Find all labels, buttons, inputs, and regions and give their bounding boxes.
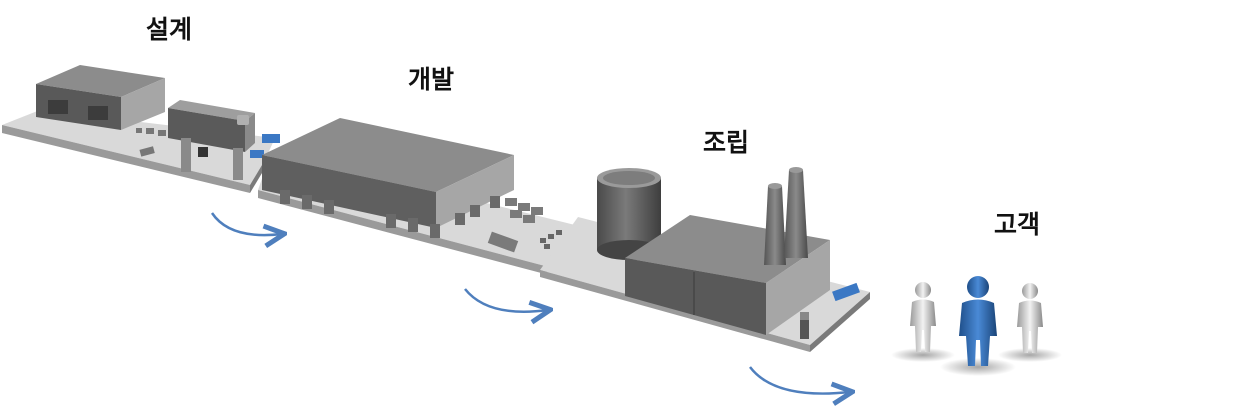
flow-arrow-2: [464, 288, 548, 312]
design-building-roof: [36, 65, 165, 97]
development-chip-top: [262, 118, 514, 192]
customer-group: [891, 276, 1062, 376]
customer-person-right: [1017, 283, 1043, 353]
stage-label-assembly: 조립: [703, 128, 750, 157]
design-chip: [168, 100, 255, 121]
design-blue-connector: [262, 134, 280, 143]
customer-person-center[interactable]: [959, 276, 997, 366]
assembly-blue-connector: [832, 282, 860, 302]
assembly-board: [540, 167, 870, 352]
stage-label-customer: 고객: [994, 210, 1041, 239]
stage-label-design: 설계: [146, 15, 193, 44]
customer-person-left: [910, 282, 936, 352]
smokestacks: [764, 167, 808, 265]
stage-label-development: 개발: [408, 65, 455, 94]
development-board: [258, 118, 575, 274]
flow-arrow-3: [749, 366, 850, 394]
design-board: [2, 65, 280, 193]
flow-arrow-1: [210, 212, 282, 235]
